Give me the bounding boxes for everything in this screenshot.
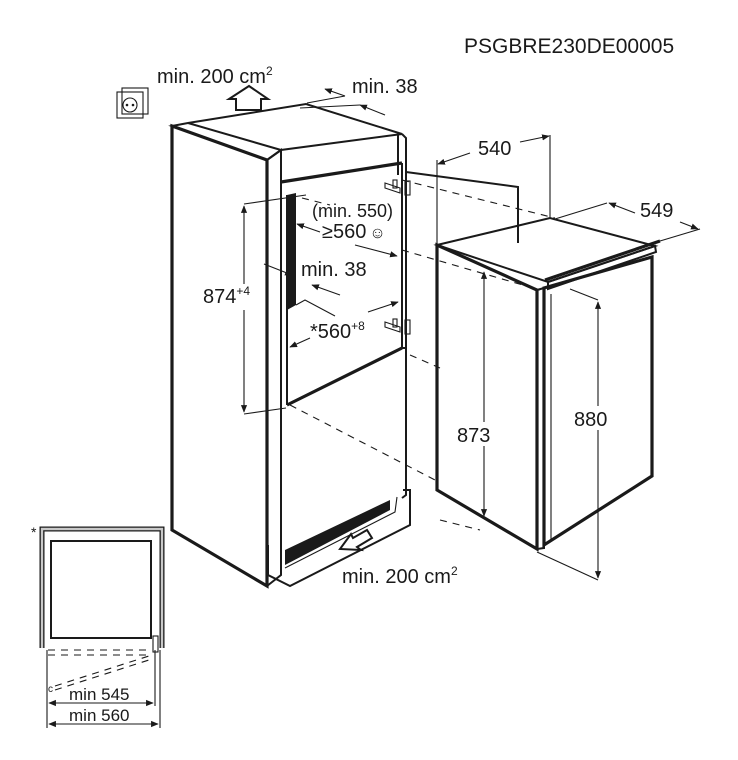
appliance-body-height-label: 873 [457, 425, 490, 447]
airflow-in-arrow-icon [338, 528, 374, 552]
cabinet [168, 102, 519, 589]
niche-depth-recommended-label: ≥560 [322, 221, 366, 243]
svg-text:*560+8: *560+8 [310, 319, 365, 343]
footnote-marker: * [31, 524, 37, 540]
appliance [433, 216, 661, 552]
smiley-icon: ☺ [369, 225, 385, 242]
niche-depth-min-label: (min. 550) [312, 201, 393, 221]
svg-text:min. 200 cm2: min. 200 cm2 [157, 64, 273, 88]
bottom-ventilation-superscript: 2 [451, 564, 458, 578]
svg-text:874+4: 874+4 [203, 284, 250, 308]
niche-width-tolerance: +8 [351, 319, 365, 333]
document-code: PSGBRE230DE00005 [464, 35, 674, 58]
airflow-up-arrow-icon [225, 84, 272, 111]
appliance-depth-dimension: 549 [554, 200, 701, 242]
appliance-width-label: 540 [478, 138, 511, 160]
top-ventilation-label: min. 200 cm [157, 66, 266, 88]
appliance-depth-label: 549 [640, 200, 673, 222]
plan-view: * c min 545 min 560 [31, 524, 165, 728]
niche-width-dimension: *560+8 [289, 301, 399, 348]
svg-text:≥560☺: ≥560☺ [322, 221, 386, 243]
plan-inner-width-label: min 545 [69, 685, 129, 704]
niche-height-dimension: 874+4 [200, 194, 307, 415]
niche-height-tolerance: +4 [236, 284, 250, 298]
appliance-body-height-dimension: 873 [456, 271, 500, 517]
top-ventilation-superscript: 2 [266, 64, 273, 78]
niche-width-label: *560 [310, 321, 351, 343]
top-gap-dimension: min. 38 [299, 76, 418, 116]
power-socket-icon [116, 87, 149, 119]
appliance-total-height-label: 880 [574, 409, 607, 431]
top-ventilation: min. 200 cm2 [157, 64, 273, 111]
corner-marker: c [48, 684, 53, 695]
niche-height-label: 874 [203, 286, 236, 308]
top-gap-label: min. 38 [352, 76, 418, 98]
projection-lines [289, 179, 556, 531]
bottom-ventilation-label: min. 200 cm [342, 566, 451, 588]
rear-gap-dimension: min. 38 [263, 259, 367, 296]
niche-depth-dimension: (min. 550) ≥560☺ [296, 201, 398, 258]
plan-outer-width-label: min 560 [69, 706, 129, 725]
appliance-width-dimension: 540 [436, 134, 551, 245]
svg-text:min. 200 cm2: min. 200 cm2 [342, 564, 458, 588]
rear-gap-label: min. 38 [301, 259, 367, 281]
bottom-ventilation: min. 200 cm2 [338, 528, 458, 588]
appliance-total-height-dimension: 880 [536, 288, 616, 581]
